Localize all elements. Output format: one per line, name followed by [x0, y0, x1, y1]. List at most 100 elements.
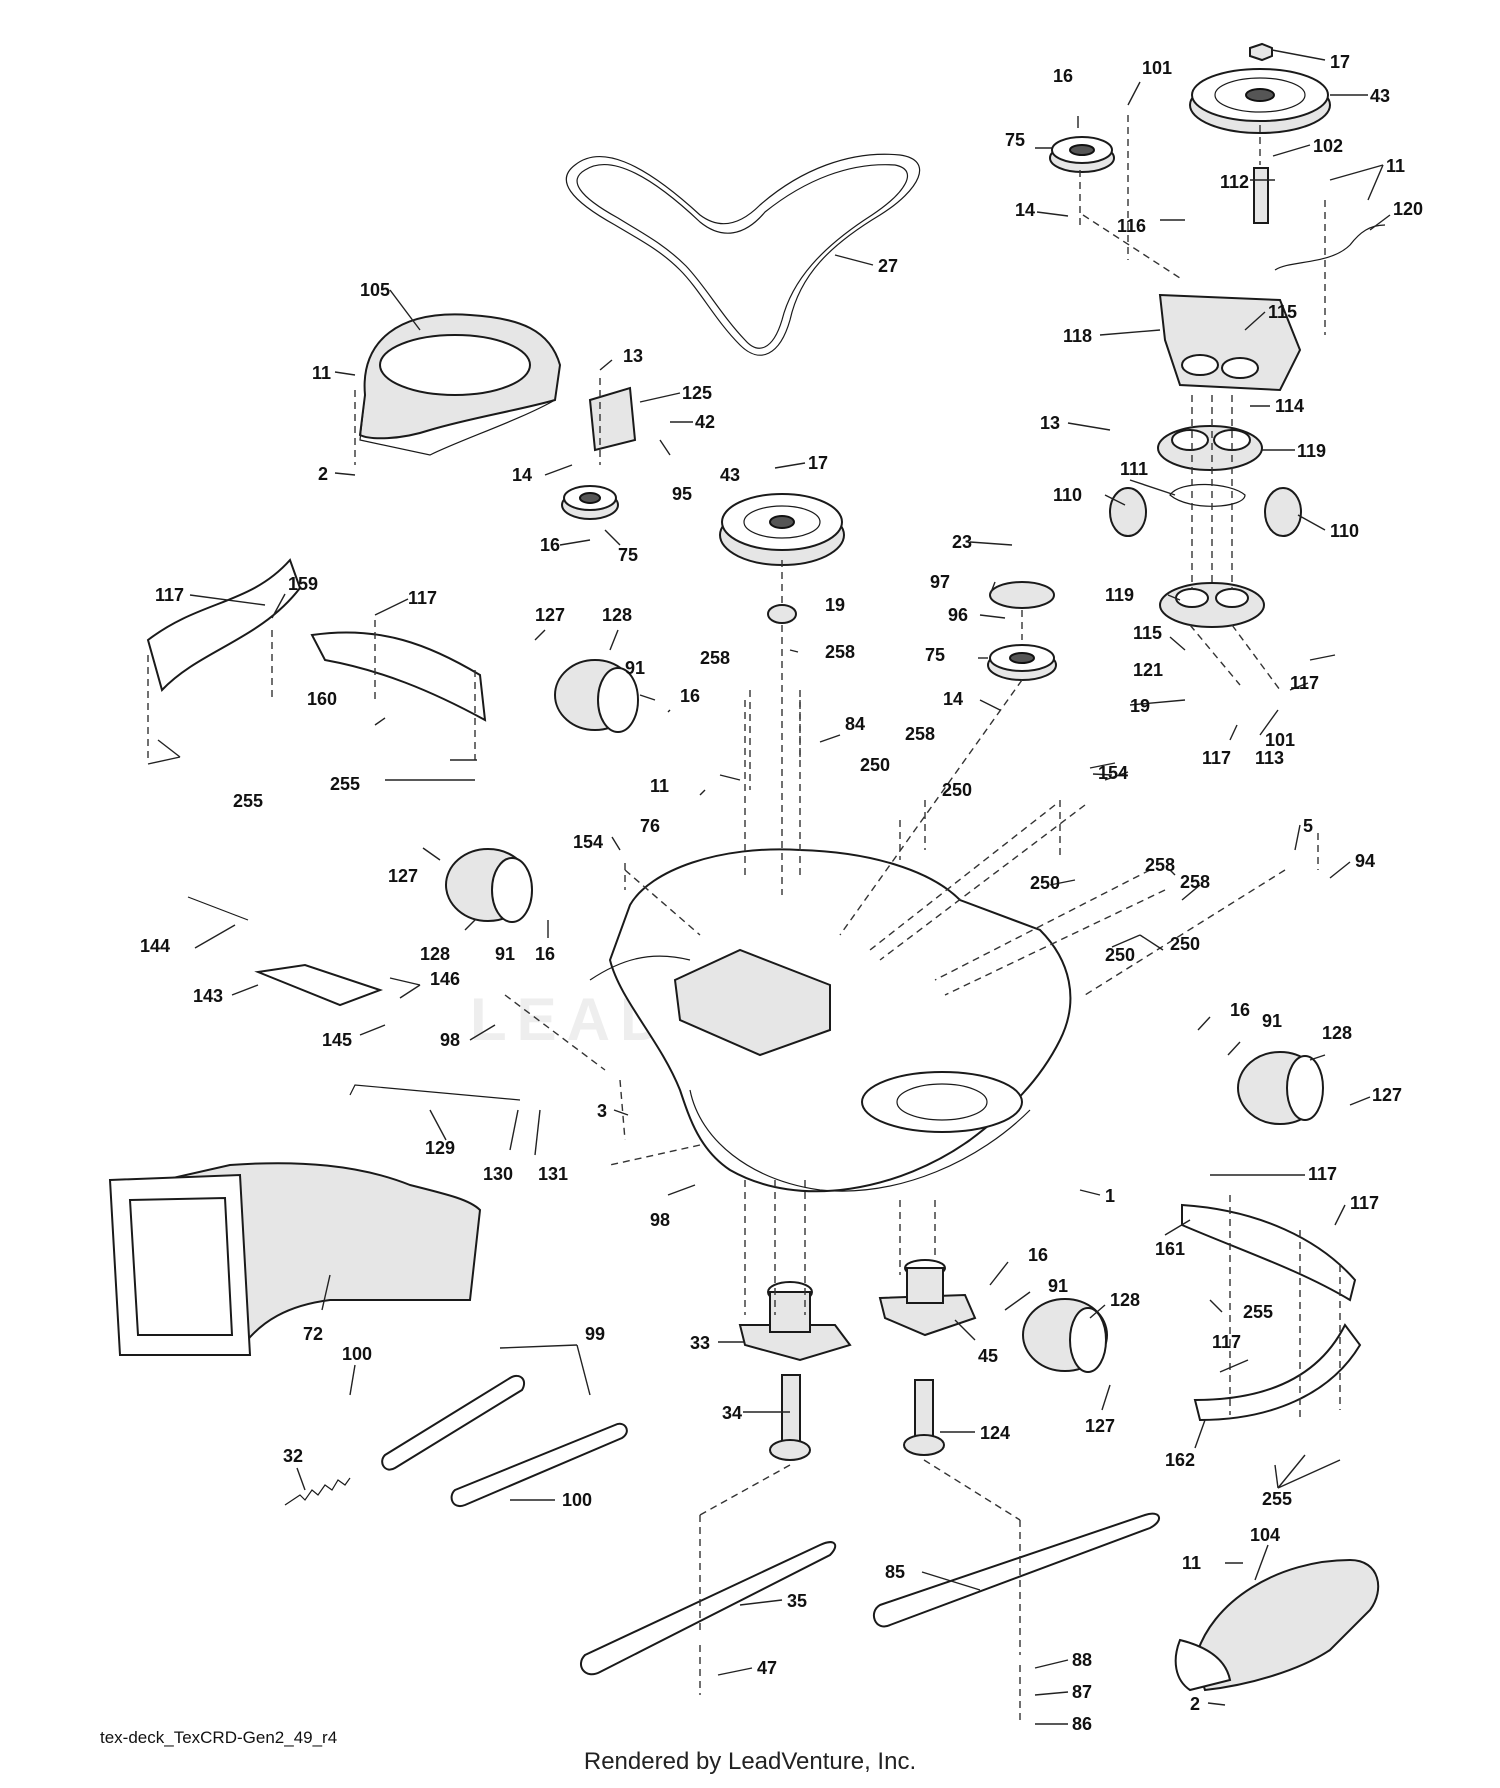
callout-115: 115	[1268, 302, 1297, 322]
leader-lines	[147, 49, 1391, 1725]
callout-255: 255	[330, 774, 360, 794]
callout-255: 255	[1243, 1302, 1273, 1322]
callout-255: 255	[233, 791, 263, 811]
callout-250: 250	[1030, 873, 1060, 893]
callout-130: 130	[483, 1164, 513, 1184]
callout-99: 99	[585, 1324, 605, 1344]
link-99-upper	[381, 1374, 526, 1471]
wheel-128-a	[554, 659, 639, 733]
gearbox-plate-118	[1158, 293, 1302, 392]
belt-27	[565, 153, 921, 356]
wheel-128-d	[1022, 1298, 1108, 1373]
callout-5: 5	[1303, 816, 1313, 836]
callout-76: 76	[640, 816, 660, 836]
callout-110: 110	[1053, 485, 1082, 505]
callout-16: 16	[1028, 1245, 1048, 1265]
callout-98: 98	[440, 1030, 460, 1050]
callout-16: 16	[680, 686, 700, 706]
callout-160: 160	[307, 689, 337, 709]
callout-84: 84	[845, 714, 865, 734]
blade-guard-105	[358, 313, 562, 456]
alignment-lines	[147, 115, 1341, 1720]
nut-17-top	[1249, 42, 1273, 62]
callout-1: 1	[1105, 1186, 1115, 1206]
callout-16: 16	[540, 535, 560, 555]
baffle-160	[310, 631, 487, 722]
callout-116: 116	[1117, 216, 1146, 236]
callout-100: 100	[342, 1344, 372, 1364]
callout-117: 117	[1350, 1193, 1379, 1213]
callout-91: 91	[1048, 1276, 1068, 1296]
callout-100: 100	[562, 1490, 592, 1510]
spindle-housing-33	[738, 1281, 852, 1362]
callout-117: 117	[1290, 673, 1319, 693]
callout-13: 13	[1040, 413, 1060, 433]
callout-250: 250	[1105, 945, 1135, 965]
callout-250: 250	[860, 755, 890, 775]
callout-32: 32	[283, 1446, 303, 1466]
callout-128: 128	[1110, 1290, 1140, 1310]
callout-102: 102	[1313, 136, 1343, 156]
callout-120: 120	[1393, 199, 1423, 219]
callout-129: 129	[425, 1138, 455, 1158]
callout-110: 110	[1330, 521, 1359, 541]
rod-144	[187, 896, 249, 921]
callout-43: 43	[720, 465, 740, 485]
gear-110-right	[1264, 487, 1302, 537]
callout-154: 154	[1098, 763, 1128, 783]
callout-13: 13	[623, 346, 643, 366]
spindle-shaft-34	[769, 1374, 811, 1461]
callout-43: 43	[1370, 86, 1390, 106]
callout-94: 94	[1355, 851, 1375, 871]
callout-113: 113	[1255, 748, 1284, 768]
baffle-161	[1181, 1203, 1357, 1302]
callout-91: 91	[1262, 1011, 1282, 1031]
callout-159: 159	[288, 574, 318, 594]
lever-143	[254, 963, 383, 1007]
callout-17: 17	[808, 453, 828, 473]
callout-250: 250	[942, 780, 972, 800]
callout-117: 117	[408, 588, 437, 608]
callout-128: 128	[602, 605, 632, 625]
callout-19: 19	[825, 595, 845, 615]
callout-17: 17	[1330, 52, 1350, 72]
mower-deck-1	[589, 848, 1072, 1193]
rod-120	[1274, 224, 1386, 271]
callout-119: 119	[1105, 585, 1134, 605]
callout-101: 101	[1265, 730, 1295, 750]
pulley-43-top	[1189, 68, 1331, 134]
link-99-lower	[450, 1422, 628, 1508]
callout-115: 115	[1133, 623, 1162, 643]
callout-112: 112	[1220, 172, 1249, 192]
baffle-162	[1193, 1323, 1362, 1422]
callout-91: 91	[495, 944, 515, 964]
callout-104: 104	[1250, 1525, 1280, 1545]
callout-124: 124	[980, 1423, 1010, 1443]
callout-255: 255	[1262, 1489, 1292, 1509]
gear-119-bottom	[1159, 582, 1265, 628]
callout-91: 91	[625, 658, 645, 678]
callout-95: 95	[672, 484, 692, 504]
callout-16: 16	[1053, 66, 1073, 86]
callout-114: 114	[1275, 396, 1304, 416]
callout-88: 88	[1072, 1650, 1092, 1670]
callout-75: 75	[925, 645, 945, 665]
callout-45: 45	[978, 1346, 998, 1366]
callout-14: 14	[1015, 200, 1035, 220]
callout-117: 117	[1202, 748, 1231, 768]
callout-144: 144	[140, 936, 170, 956]
callout-127: 127	[1085, 1416, 1115, 1436]
callout-11: 11	[1386, 156, 1405, 176]
callout-118: 118	[1063, 326, 1092, 346]
idler-pulley-75-top	[1049, 136, 1115, 173]
drawing-code: tex-deck_TexCRD-Gen2_49_r4	[100, 1728, 338, 1747]
spindle-housing-45	[878, 1259, 977, 1337]
callout-2: 2	[1190, 1694, 1200, 1714]
callout-42: 42	[695, 412, 715, 432]
callout-75: 75	[1005, 130, 1025, 150]
callout-85: 85	[885, 1562, 905, 1582]
discharge-chute-72	[108, 1162, 482, 1356]
callout-97: 97	[930, 572, 950, 592]
spring-32	[284, 1477, 351, 1506]
